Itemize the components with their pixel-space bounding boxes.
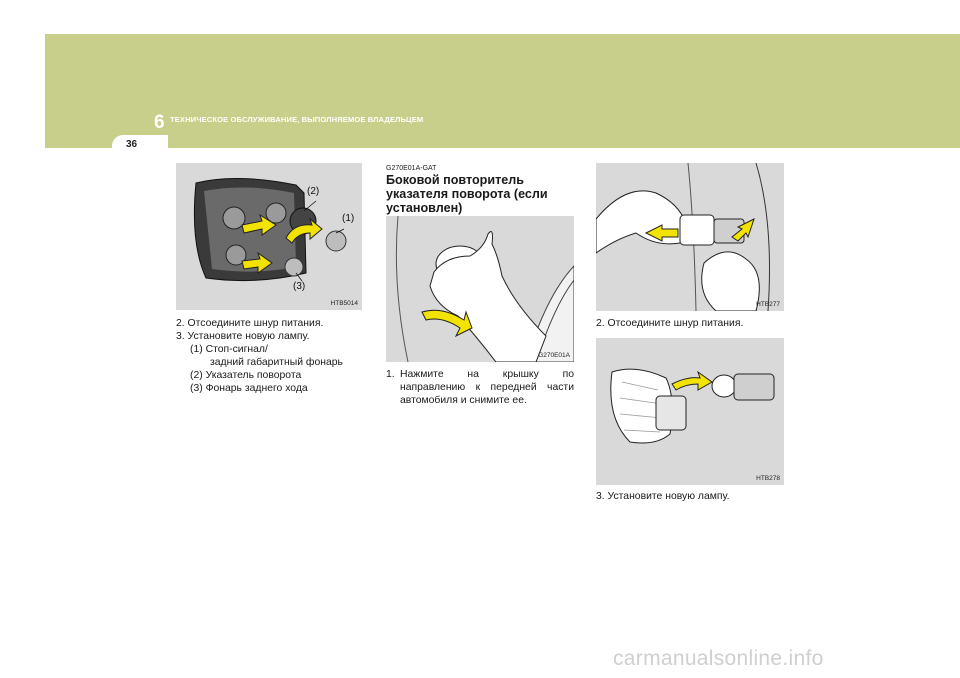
left-column-text: 2. Отсоедините шнур питания. 3. Установи…: [176, 317, 343, 395]
right-step-2: 2. Отсоедините шнур питания.: [596, 317, 743, 330]
figure-code: G270E01A: [538, 352, 570, 359]
item-1-line-1: (1) Стоп-сигнал/: [190, 344, 268, 355]
step-number: 1.: [386, 369, 395, 380]
rear-lamp-illustration: [193, 177, 347, 282]
page-number: 36: [126, 139, 138, 150]
right-step-3-text: 3. Установите новую лампу.: [596, 491, 730, 502]
rear-lamp-figure: (2) (1) (3) HTB5014: [176, 163, 362, 310]
side-bulb-figure: HTB278: [596, 338, 784, 485]
step-1-line-2: направлению к передней части: [400, 382, 574, 393]
left-step-2: 2. Отсоедините шнур питания.: [176, 318, 324, 329]
figure-code: HTB5014: [330, 300, 358, 307]
section-title: Боковой повторитель указателя поворота (…: [386, 173, 548, 215]
callout-3: (3): [293, 281, 306, 292]
item-3: (3) Фонарь заднего хода: [190, 383, 308, 394]
step-1-line-3: автомобиля и снимите ее.: [400, 395, 527, 406]
side-bulb-illustration: [610, 368, 775, 444]
header-band: [45, 34, 960, 148]
side-unplug-illustration: [596, 163, 770, 311]
middle-step-1: 1. Нажмите на крышку по направлению к пе…: [386, 368, 574, 407]
right-step-2-text: 2. Отсоедините шнур питания.: [596, 318, 744, 329]
figure-code: HTB278: [756, 475, 780, 482]
left-step-3: 3. Установите новую лампу.: [176, 331, 310, 342]
side-cover-illustration: [395, 216, 574, 362]
side-cover-figure: G270E01A: [386, 216, 574, 362]
figure-code: HTB277: [756, 301, 780, 308]
side-unplug-figure: HTB277: [596, 163, 784, 311]
watermark: carmanualsonline.info: [613, 647, 824, 670]
page-tab: [112, 135, 168, 157]
chapter-title: ТЕХНИЧЕСКОЕ ОБСЛУЖИВАНИЕ, ВЫПОЛНЯЕМОЕ ВЛ…: [170, 115, 424, 124]
chapter-number: 6: [154, 112, 165, 133]
item-1-line-2: задний габаритный фонарь: [210, 357, 343, 368]
step-1-line-1: Нажмите на крышку по: [400, 369, 574, 380]
right-step-3: 3. Установите новую лампу.: [596, 490, 730, 503]
callout-2: (2): [307, 186, 320, 197]
item-2: (2) Указатель поворота: [190, 370, 302, 381]
callout-1: (1): [342, 213, 355, 224]
section-code: G270E01A-GAT: [386, 165, 437, 172]
